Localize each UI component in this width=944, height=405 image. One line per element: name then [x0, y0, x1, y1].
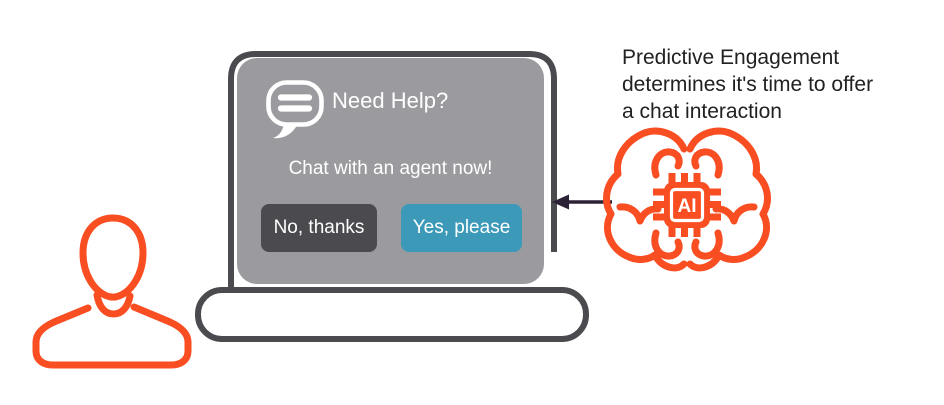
- chat-buttons-row: No, thanks Yes, please: [261, 204, 522, 252]
- caption-line: a chat interaction: [622, 100, 782, 123]
- caption-line: Predictive Engagement: [622, 46, 840, 69]
- user-icon: [32, 214, 192, 369]
- caption-text: Predictive Engagement determines it's ti…: [622, 44, 873, 125]
- chat-bubble-icon: [266, 80, 324, 139]
- ai-chip: AI: [653, 173, 721, 237]
- decline-chat-button[interactable]: No, thanks: [261, 204, 377, 252]
- chat-message: Chat with an agent now!: [288, 158, 493, 179]
- accept-chat-button[interactable]: Yes, please: [401, 204, 522, 252]
- laptop-base: [195, 287, 589, 342]
- chat-title: Need Help?: [332, 88, 449, 113]
- caption-line: determines it's time to offer: [622, 73, 874, 96]
- ai-chip-label: AI: [678, 196, 697, 217]
- laptop-screen-frame: [228, 51, 557, 290]
- ai-brain-icon: AI: [603, 127, 771, 272]
- laptop-icon: [195, 51, 589, 342]
- chat-panel: Need Help? Chat with an agent now! No, t…: [237, 58, 544, 284]
- arrow-left-icon: [552, 194, 612, 210]
